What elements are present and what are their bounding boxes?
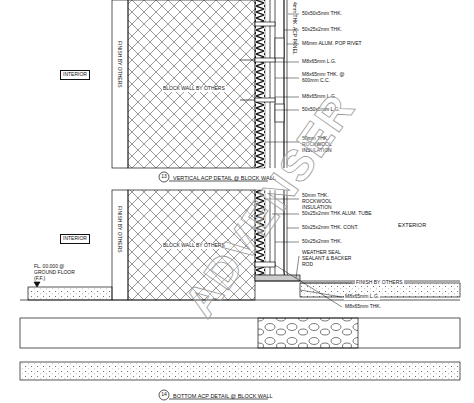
callout-text: 50x25x2mm THK. [302,27,342,33]
level-mark [34,282,40,287]
clip [275,104,284,122]
finish-note: FINISH BY OTHERS [116,205,122,254]
callout-text: M8x65mm L.G. [344,294,380,300]
callout-text: M8x65mm L.G. [302,59,336,65]
detail-number: 14 [161,392,167,398]
bracket [255,22,275,26]
finish-note: FINISH BY OTHERS [355,280,404,286]
bracket [255,98,275,102]
zone-label: INTERIOR [63,235,87,241]
top-section [112,0,299,182]
detail-circle [159,172,169,182]
finish-strip [112,190,128,300]
callout-text: 50x25x2mm THK. [302,239,342,245]
gravel [258,318,358,348]
callout-text: 50x25x2mm THK ALUM. TUBE [302,211,372,217]
zone-box: INTERIOR [60,234,90,244]
detail-number: 13 [161,174,167,180]
callout-text: M8x65mm THK. [344,304,382,310]
callout-text: M6mm ALUM. POP RIVET [302,41,362,47]
sealant [255,275,300,281]
anchor [240,100,255,101]
finish-strip [112,0,128,168]
callout-text: 50x25x2mm THK. CONT. [302,225,358,231]
block-wall [128,0,255,168]
finish-note: FINISH BY OTHERS [116,40,122,89]
zone-label: EXTERIOR [398,222,426,228]
detail-circle [159,390,169,400]
detail-title: BOTTOM ACP DETAIL @ BLOCK WALL [173,393,273,399]
callout-text: WEATHER SEAL SEALANT & BACKER ROD [302,250,362,267]
floor-slab [28,287,112,300]
anchor [240,60,255,61]
callout-text: 50mm THK. ROCKWOOL INSULATION [302,193,354,210]
callout-text: 50x50x5mm THK. [302,11,342,17]
zone-label: INTERIOR [63,71,87,77]
level-note: FL. 00.000 @ GROUND FLOOR (F.F.) [34,264,82,281]
slab-line [20,300,460,301]
sub-base [20,362,460,380]
clip [275,38,284,58]
ground-band [20,318,460,348]
wall-note: BLOCK WALL BY OTHERS [162,86,226,92]
zone-box: INTERIOR [60,70,90,80]
callout-text: M8x65mm THK. @ 600mm C.C. [302,72,348,84]
callout-text: 4mm THK. ACP PANEL [291,2,297,55]
bracket [255,58,275,62]
